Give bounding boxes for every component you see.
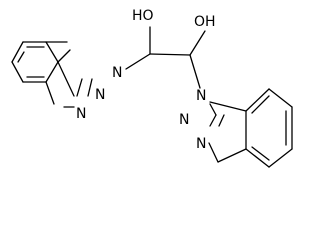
left-ring-n2-label: N [95,87,105,103]
left-ring-n3-label: N [76,106,86,122]
right-ring-n2-label: N [179,112,189,128]
chemical-structure: HO OH N N N N N N [11,8,293,168]
right-ring-n3-label: N [196,136,206,152]
right-benzene-ring [245,88,293,168]
left-benzene-ring [11,41,59,83]
hydroxyl-left-label: HO [132,8,154,24]
diol-linker [125,26,206,89]
right-ring-n1-label: N [196,88,206,104]
left-triazole-ring [45,41,93,108]
right-triazole-ring [208,101,247,163]
left-ring-n1-label: N [112,65,122,81]
hydroxyl-right-label: OH [194,14,216,30]
